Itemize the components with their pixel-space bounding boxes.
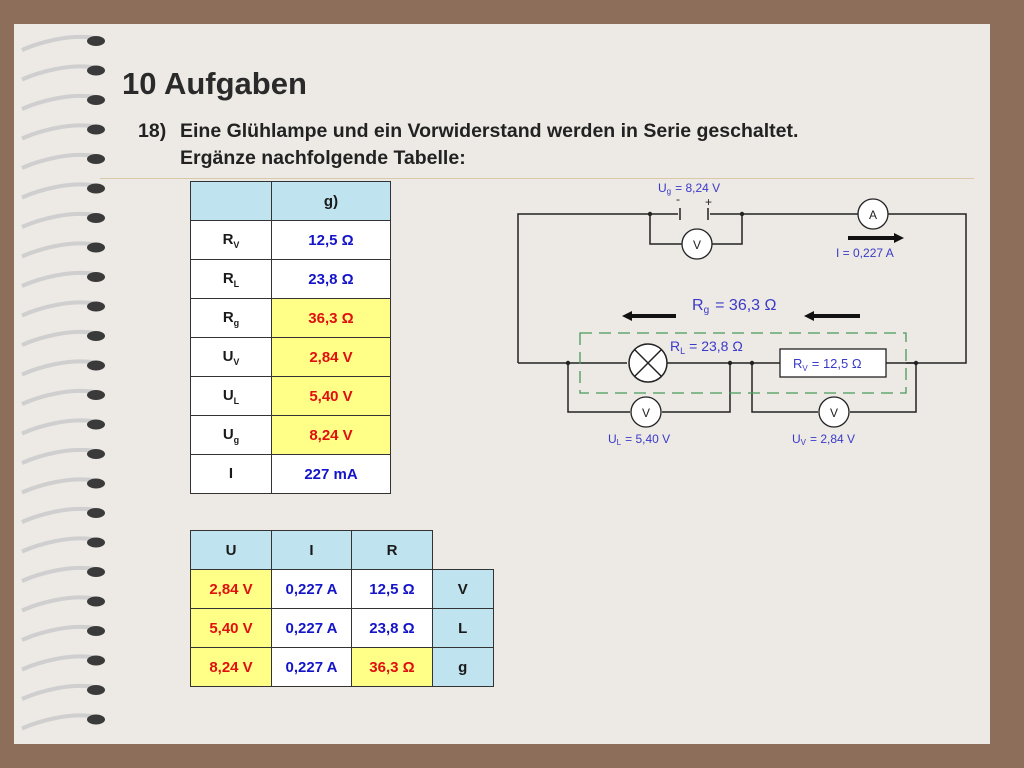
voltmeter-resistor <box>818 396 850 428</box>
row-value: 23,8 Ω <box>271 259 391 299</box>
col-header-r: R <box>351 530 433 570</box>
svg-text:V: V <box>642 406 650 420</box>
task-line-2: Ergänze nachfolgende Tabelle: <box>180 147 466 169</box>
spiral-binding <box>21 34 105 731</box>
row-label: Rg <box>190 298 272 338</box>
row-label: UV <box>190 337 272 377</box>
row-label: Ug <box>190 415 272 455</box>
cell-u: 5,40 V <box>190 608 272 648</box>
col-header-u: U <box>190 530 272 570</box>
rg-arrow-right <box>804 311 860 321</box>
row-value: 5,40 V <box>271 376 391 416</box>
cell-i: 0,227 A <box>271 647 352 687</box>
svg-text:A: A <box>869 208 877 222</box>
task-number: 18) <box>138 120 167 142</box>
wire-ul-left <box>567 363 630 413</box>
svg-text:V: V <box>830 406 838 420</box>
rl-label: RL= 23,8 Ω <box>670 338 743 356</box>
wire-vm-left <box>649 214 682 245</box>
wire-uv-right <box>850 362 917 413</box>
rg-label: Rg= 36,3 Ω <box>692 297 777 316</box>
voltmeter-lamp <box>630 396 662 428</box>
col-header-i: I <box>271 530 352 570</box>
table-header-g: g) <box>271 181 391 221</box>
wire-uv-left <box>751 363 818 413</box>
wire-left <box>517 213 650 363</box>
rg-arrow-left <box>622 311 676 321</box>
cell-label: V <box>432 569 494 609</box>
row-value: 8,24 V <box>271 415 391 455</box>
ul-label: UL= 5,40 V <box>608 432 670 447</box>
cell-r: 12,5 Ω <box>351 569 433 609</box>
svg-text:V: V <box>693 238 701 252</box>
notebook-page <box>14 24 990 744</box>
current-label: I = 0,227 A <box>836 246 894 260</box>
row-value: 227 mA <box>271 454 391 494</box>
voltmeter-source <box>681 228 713 260</box>
cell-r: 23,8 Ω <box>351 608 433 648</box>
cell-u: 2,84 V <box>190 569 272 609</box>
circuit-diagram: V A V V Ug= 8,24 V I = 0,227 A Rg= 36,3 … <box>517 181 967 447</box>
row-value: 36,3 Ω <box>271 298 391 338</box>
task-line-1: Eine Glühlampe und ein Vorwiderstand wer… <box>180 120 799 142</box>
empty-cell <box>433 531 494 570</box>
wire-ul-right <box>662 363 731 413</box>
rg-dashed-box <box>579 332 907 394</box>
cell-label: g <box>432 647 494 687</box>
cell-i: 0,227 A <box>271 608 352 648</box>
divider-line <box>100 178 974 179</box>
minus-sign: - <box>676 192 680 206</box>
uv-label: UV= 2,84 V <box>792 432 855 447</box>
row-label: UL <box>190 376 272 416</box>
junction-dots <box>565 211 919 366</box>
current-arrow <box>848 233 904 243</box>
ug-label: Ug= 8,24 V <box>658 181 720 196</box>
row-value: 12,5 Ω <box>271 220 391 260</box>
cell-i: 0,227 A <box>271 569 352 609</box>
page-title: 10 Aufgaben <box>122 66 307 101</box>
row-value: 2,84 V <box>271 337 391 377</box>
row-label: I <box>190 454 272 494</box>
row-label: RL <box>190 259 272 299</box>
cell-label: L <box>432 608 494 648</box>
wire-vm-right <box>712 214 743 245</box>
cell-u: 8,24 V <box>190 647 272 687</box>
rv-resistor <box>779 348 887 378</box>
cell-r: 36,3 Ω <box>351 647 433 687</box>
wire-right <box>888 213 967 364</box>
row-label: RV <box>190 220 272 260</box>
ammeter <box>857 198 889 230</box>
plus-sign: + <box>705 195 712 209</box>
table-corner-cell <box>190 181 272 221</box>
rv-label: RV= 12,5 Ω <box>793 356 862 373</box>
